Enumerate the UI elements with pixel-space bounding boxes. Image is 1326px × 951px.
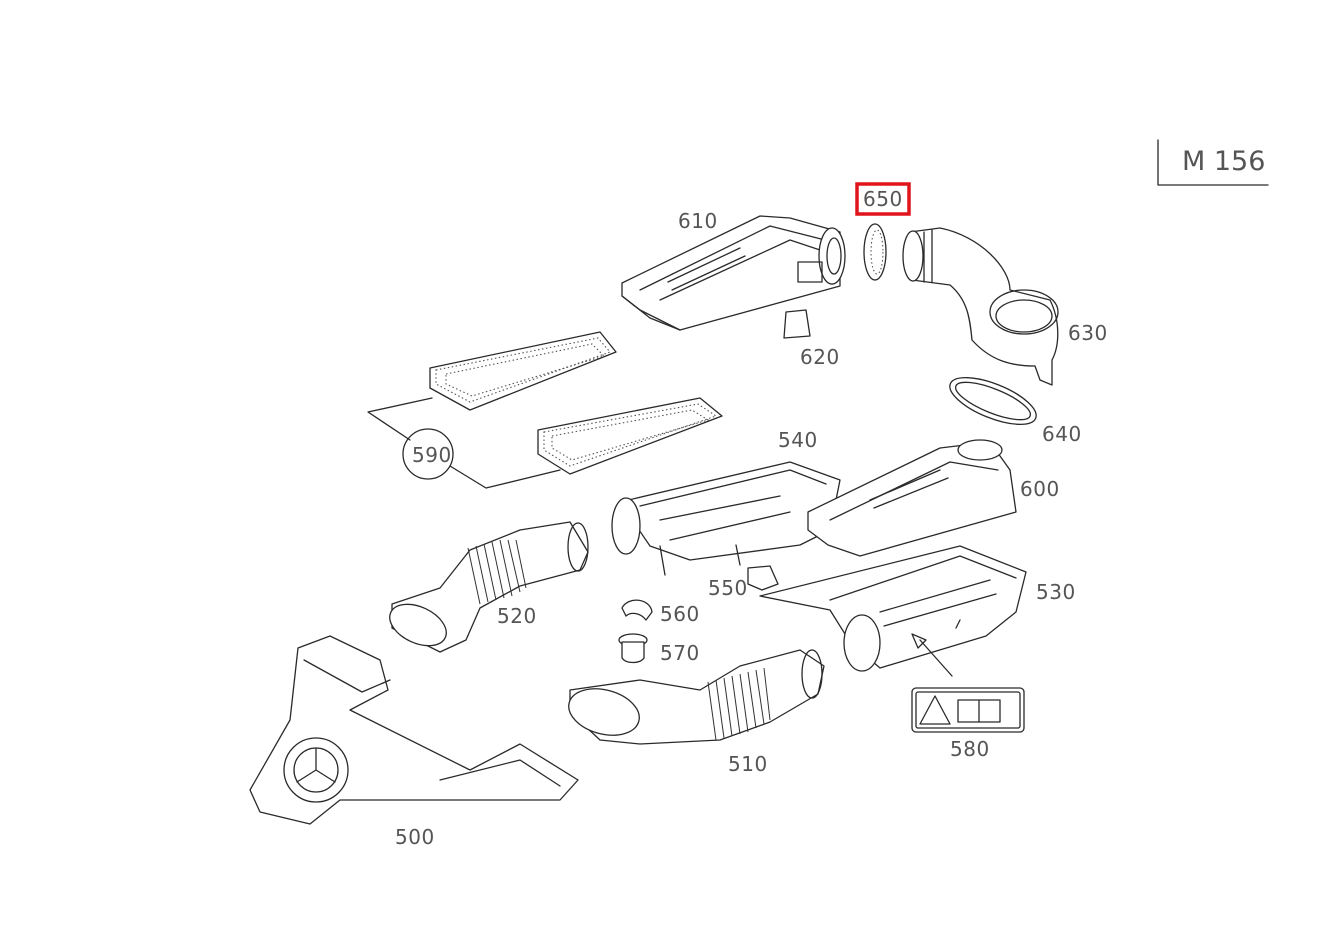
part-630-drawing	[902, 227, 1059, 386]
label-590[interactable]: 590	[412, 443, 452, 467]
model-box: M 156	[1157, 139, 1269, 186]
label-570[interactable]: 570	[660, 641, 700, 665]
label-580[interactable]: 580	[950, 737, 990, 761]
part-590-drawing	[367, 331, 723, 489]
part-510-drawing	[568, 649, 825, 745]
part-650-drawing	[863, 223, 887, 281]
part-520-drawing	[389, 521, 589, 653]
label-530[interactable]: 530	[1036, 580, 1076, 604]
label-550[interactable]: 550	[708, 576, 748, 600]
part-570-drawing	[618, 633, 648, 664]
part-580-drawing	[911, 619, 1025, 733]
part-560-drawing	[621, 599, 653, 621]
highlight-box-650	[855, 182, 911, 216]
label-510[interactable]: 510	[728, 752, 768, 776]
part-540-drawing	[611, 461, 841, 576]
label-540[interactable]: 540	[778, 428, 818, 452]
label-620[interactable]: 620	[800, 345, 840, 369]
part-500-drawing	[249, 635, 579, 825]
label-520[interactable]: 520	[497, 604, 537, 628]
label-500[interactable]: 500	[395, 825, 435, 849]
part-600-drawing	[807, 439, 1017, 557]
label-560[interactable]: 560	[660, 602, 700, 626]
part-620-drawing	[783, 309, 811, 339]
label-640[interactable]: 640	[1042, 422, 1082, 446]
label-630[interactable]: 630	[1068, 321, 1108, 345]
part-530-drawing	[759, 545, 1027, 672]
part-640-drawing	[949, 376, 1037, 426]
label-650[interactable]: 650	[863, 187, 903, 211]
model-label: M 156	[1182, 146, 1265, 177]
part-610-drawing	[621, 215, 846, 331]
part-550-drawing	[747, 565, 779, 591]
label-600[interactable]: 600	[1020, 477, 1060, 501]
label-610[interactable]: 610	[678, 209, 718, 233]
